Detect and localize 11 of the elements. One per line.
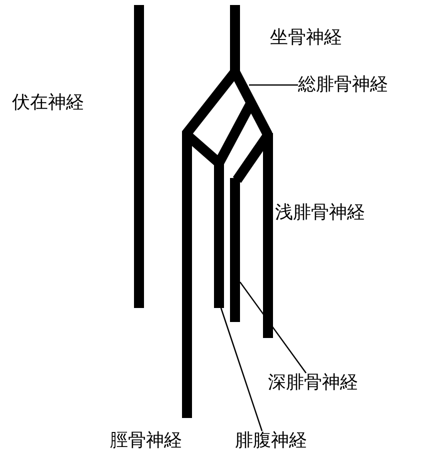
nerve-label: 伏在神経 xyxy=(12,93,84,113)
nerve-label: 総腓骨神経 xyxy=(298,75,388,95)
leader-line xyxy=(239,282,307,374)
nerve-label: 腓腹神経 xyxy=(235,431,307,451)
nerve-label: 浅腓骨神経 xyxy=(275,203,365,223)
nerve-branch xyxy=(230,178,240,322)
nerve-label: 深腓骨神経 xyxy=(268,373,358,393)
leader-line xyxy=(220,308,263,432)
leader-line xyxy=(249,84,298,86)
nerve-label: 坐骨神経 xyxy=(270,28,342,48)
nerve-label: 脛骨神経 xyxy=(110,431,182,451)
